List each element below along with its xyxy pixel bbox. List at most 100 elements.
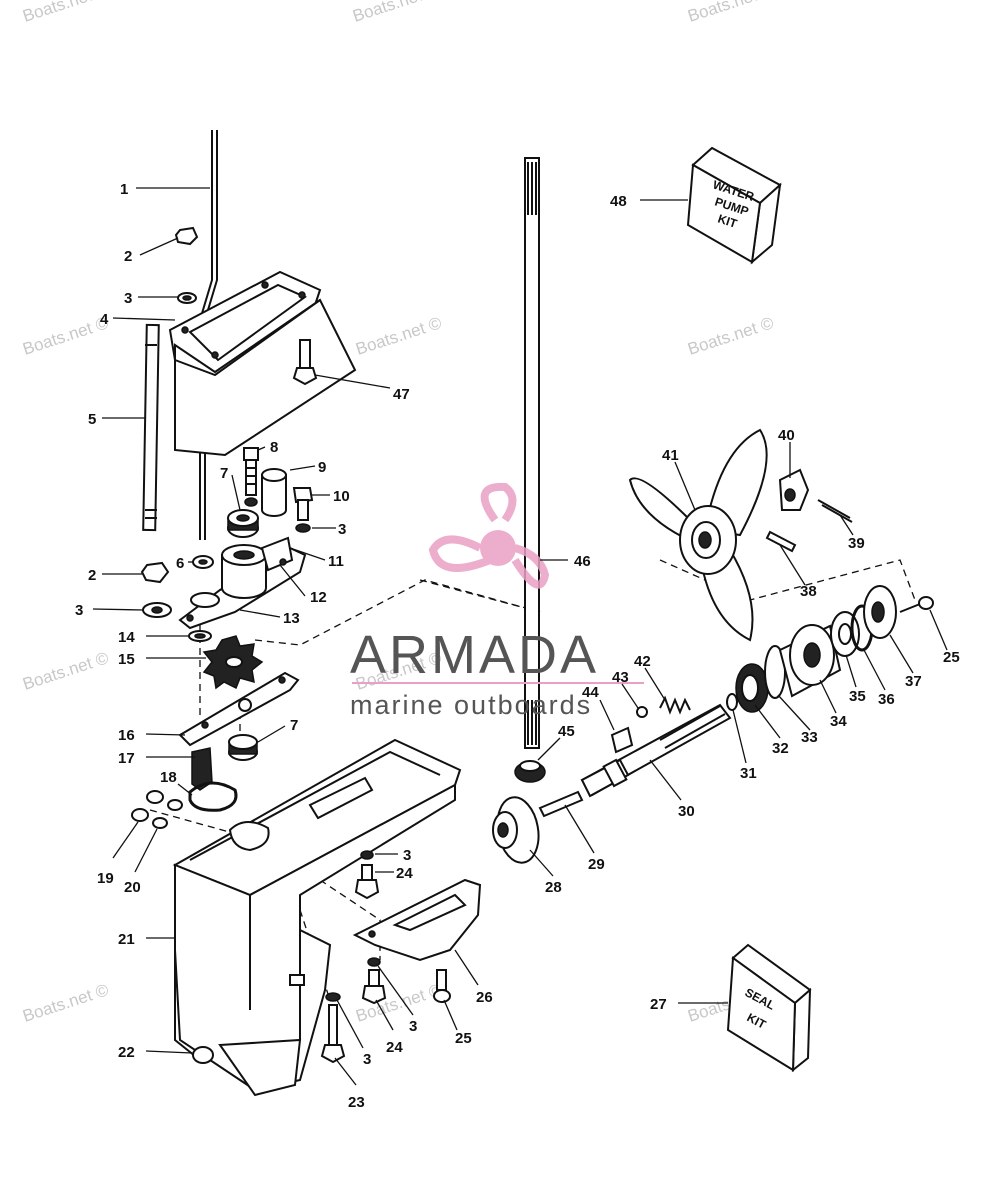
watermark: Boats.net © (353, 313, 444, 359)
callout-number: 25 (455, 1030, 472, 1047)
part-31-washer (726, 693, 738, 711)
callout-number: 9 (318, 459, 326, 476)
part-23-screw (320, 992, 346, 1064)
callout-number: 40 (778, 427, 795, 444)
callout-number: 13 (283, 610, 300, 627)
part-39-cotter-pin (817, 499, 853, 523)
callout-number: 42 (634, 653, 651, 670)
callout-number: 31 (740, 765, 757, 782)
part-38-pin (765, 530, 797, 553)
part-19-20-plugs (131, 790, 183, 829)
watermark: Boats.net © (20, 980, 111, 1026)
watermark: Boats.net © (685, 0, 776, 26)
callout-number: 7 (220, 465, 228, 482)
callout-number: 32 (772, 740, 789, 757)
part-43-detent-ball (636, 706, 648, 718)
part-47-screw (292, 339, 318, 386)
part-15-impeller (202, 635, 264, 690)
callout-number: 26 (476, 989, 493, 1006)
part-32-gear (735, 663, 769, 713)
part-6-grommet (192, 555, 214, 569)
part-25-screw (433, 596, 934, 1003)
watermark: Boats.net © (685, 313, 776, 359)
callout-number: 45 (558, 723, 575, 740)
part-9-sleeve (261, 468, 287, 517)
part-28-gear (492, 796, 540, 864)
callout-number: 12 (310, 589, 327, 606)
callout-number: 38 (800, 583, 817, 600)
callout-number: 19 (97, 870, 114, 887)
callout-number: 7 (290, 717, 298, 734)
part-12-pump-housing (178, 536, 307, 630)
callout-number: 24 (396, 865, 413, 882)
part-40-prop-nut (778, 468, 810, 511)
part-42-spring (659, 695, 691, 715)
callout-number: 21 (118, 931, 135, 948)
callout-number: 29 (588, 856, 605, 873)
callout-number: 34 (830, 713, 847, 730)
part-26-plate (352, 878, 482, 962)
callout-number: 2 (124, 248, 132, 265)
callout-number: 25 (943, 649, 960, 666)
part-14-washer (188, 630, 212, 642)
callout-number: 4 (100, 311, 109, 328)
callout-number: 23 (348, 1094, 365, 1111)
part-4-cover-plate (168, 270, 357, 457)
callout-number: 35 (849, 688, 866, 705)
callout-number: 30 (678, 803, 695, 820)
part-18-o-ring (188, 781, 238, 812)
callout-number: 48 (610, 193, 627, 210)
part-21-gearcase (172, 738, 462, 1097)
part-44-cam (610, 726, 634, 754)
part-22-plug (192, 1046, 214, 1064)
callout-number: 5 (88, 411, 96, 428)
callout-number: 43 (612, 669, 629, 686)
callout-number: 3 (75, 602, 83, 619)
callout-number: 27 (650, 996, 667, 1013)
part-30-prop-shaft (580, 703, 732, 798)
part-29-pin (538, 790, 584, 818)
watermark: Boats.net © (20, 313, 111, 359)
callout-number: 41 (662, 447, 679, 464)
callout-number: 36 (878, 691, 895, 708)
part-16-plate (178, 671, 300, 747)
part-5-stud (142, 323, 160, 532)
callout-number: 6 (176, 555, 184, 572)
part-10-screw (292, 487, 314, 533)
callout-number: 33 (801, 729, 818, 746)
part-8-screw (243, 447, 259, 507)
callout-labels: 1 2 3 4 5 47 8 7 9 10 3 6 11 2 12 3 13 1… (75, 181, 960, 1111)
callout-number: 11 (328, 553, 344, 570)
callout-number: 3 (403, 847, 411, 864)
callout-number: 22 (118, 1044, 135, 1061)
callout-number: 17 (118, 750, 135, 767)
part-34-bearing-carrier (778, 624, 842, 698)
part-46-driveshaft (524, 157, 540, 749)
callout-number: 37 (905, 673, 922, 690)
part-48-water-pump-kit: WATER PUMP KIT (686, 146, 782, 265)
part-2-nut (140, 226, 199, 584)
part-41-propeller (628, 428, 768, 642)
callout-number: 39 (848, 535, 865, 552)
watermark: Boats.net © (350, 0, 441, 26)
callout-number: 20 (124, 879, 141, 896)
callout-number: 2 (88, 567, 96, 584)
logo-name: ARMADA (350, 625, 599, 685)
callout-number: 46 (574, 553, 591, 570)
part-27-seal-kit: SEAL KIT (726, 943, 812, 1073)
kit-label-line: KIT (716, 212, 739, 231)
part-24-screw (354, 850, 387, 1005)
callout-number: 1 (120, 181, 128, 198)
callout-number: 3 (338, 521, 346, 538)
watermark: Boats.net © (20, 648, 111, 694)
callout-number: 18 (160, 769, 177, 786)
callout-number: 24 (386, 1039, 403, 1056)
callout-number: 47 (393, 386, 410, 403)
callout-number: 8 (270, 439, 278, 456)
callout-number: 10 (333, 488, 350, 505)
callout-number: 44 (582, 684, 599, 701)
propeller-logo-icon (428, 482, 550, 589)
callout-number: 14 (118, 629, 135, 646)
callout-number: 3 (363, 1051, 371, 1068)
